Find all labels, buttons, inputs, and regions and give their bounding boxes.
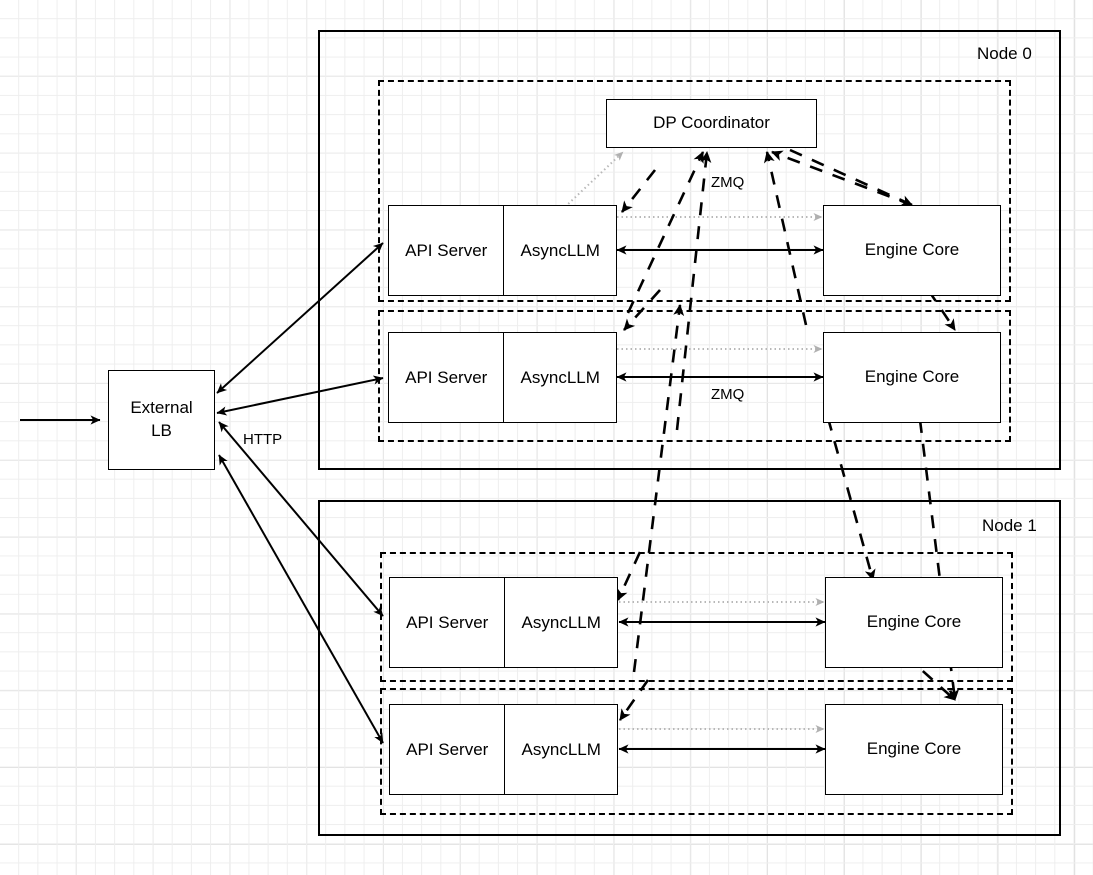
zmq-label-coordinator: ZMQ [711,174,745,191]
node-0-rank-0-engine-core[interactable]: Engine Core [823,205,1001,296]
async-llm-label: AsyncLLM [504,705,617,794]
node-0-label: Node 0 [977,44,1032,63]
node-1-rank-0-engine-core[interactable]: Engine Core [825,577,1003,668]
node-0-container [318,30,1061,470]
async-llm-label: AsyncLLM [504,578,617,667]
api-server-label: API Server [406,739,489,759]
api-server-label: API Server [405,367,488,387]
node-0-rank-0-api-unit[interactable]: API Server AsyncLLM [388,205,617,296]
node-1-rank-1-api-unit[interactable]: API Server AsyncLLM [389,704,618,795]
node-1-rank-1-group [380,688,1013,815]
node-0-rank-1-group [378,310,1011,442]
async-llm-label: AsyncLLM [503,333,616,422]
external-lb-line1: External [130,398,193,418]
node-1-container [318,500,1061,836]
async-llm-label: AsyncLLM [503,206,616,295]
zmq-label-n0r1: ZMQ [711,386,745,403]
dp-coordinator-box[interactable]: DP Coordinator [606,99,817,148]
node-1-rank-0-group [380,552,1013,682]
node-0-rank-0-group [378,80,1011,302]
external-lb-box[interactable]: External LB [108,370,215,470]
external-lb-line2: LB [151,421,172,440]
api-server-label: API Server [406,612,489,632]
node-1-rank-0-api-unit[interactable]: API Server AsyncLLM [389,577,618,668]
api-server-label: API Server [405,240,488,260]
http-label: HTTP [243,431,283,448]
node-0-rank-1-api-unit[interactable]: API Server AsyncLLM [388,332,617,423]
node-1-label: Node 1 [982,516,1037,535]
node-1-rank-1-engine-core[interactable]: Engine Core [825,704,1003,795]
node-0-rank-1-engine-core[interactable]: Engine Core [823,332,1001,423]
